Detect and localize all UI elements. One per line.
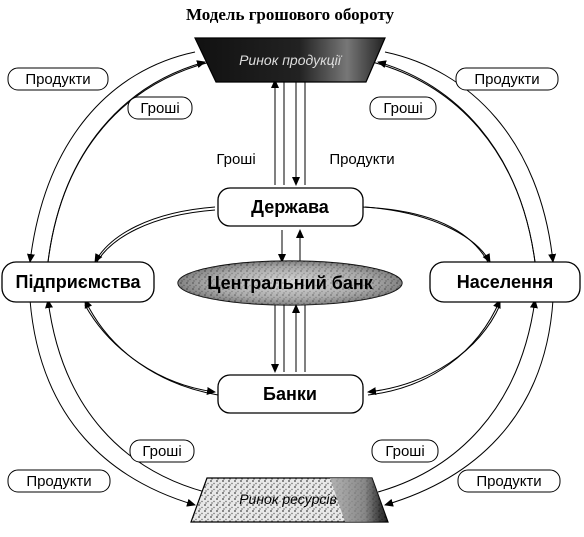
flow-tag-money-top-left: Гроші: [127, 96, 193, 120]
market-products-node: Ринок продукції: [194, 37, 386, 83]
svg-text:Продукти: Продукти: [476, 473, 541, 490]
svg-text:Гроші: Гроші: [383, 100, 422, 117]
diagram-title: Модель грошового обороту: [186, 5, 395, 24]
flow-tag-money-top-right: Гроші: [369, 96, 437, 120]
state-node: Держава: [217, 187, 364, 227]
flow-tag-products-top-left: Продукти: [7, 67, 109, 91]
svg-text:Продукти: Продукти: [329, 151, 394, 168]
central-bank-node: Центральний банк: [177, 260, 403, 306]
outer-flow-lines: [27, 51, 557, 507]
population-label: Населення: [457, 272, 554, 292]
svg-text:Продукти: Продукти: [26, 473, 91, 490]
flow-tag-products-bottom-right: Продукти: [457, 469, 561, 493]
market-resources-label: Ринок ресурсів: [239, 491, 337, 507]
svg-text:Продукти: Продукти: [474, 71, 539, 88]
enterprises-node: Підприємства: [1, 261, 155, 303]
market-resources-node: Ринок ресурсів: [190, 477, 389, 523]
vertical-flow-lines: [271, 79, 306, 373]
inner-flow-lines: [84, 206, 501, 396]
flow-tag-money-bottom-right: Гроші: [371, 439, 439, 463]
market-products-label: Ринок продукції: [239, 52, 343, 68]
enterprises-label: Підприємства: [16, 272, 142, 292]
svg-text:Продукти: Продукти: [25, 71, 90, 88]
flow-tag-products-bottom-left: Продукти: [7, 469, 111, 493]
flow-tag-money-bottom-left: Гроші: [129, 439, 195, 463]
banks-node: Банки: [217, 374, 364, 414]
svg-text:Гроші: Гроші: [142, 443, 181, 460]
banks-label: Банки: [263, 384, 317, 404]
flow-tag-money-to-state: Гроші: [216, 151, 255, 168]
flow-tag-products-from-state: Продукти: [329, 151, 394, 168]
svg-text:Гроші: Гроші: [385, 443, 424, 460]
svg-text:Гроші: Гроші: [216, 151, 255, 168]
svg-text:Гроші: Гроші: [140, 100, 179, 117]
population-node: Населення: [429, 261, 581, 303]
state-label: Держава: [251, 197, 330, 217]
flow-tag-products-top-right: Продукти: [455, 67, 559, 91]
central-bank-label: Центральний банк: [207, 273, 374, 293]
